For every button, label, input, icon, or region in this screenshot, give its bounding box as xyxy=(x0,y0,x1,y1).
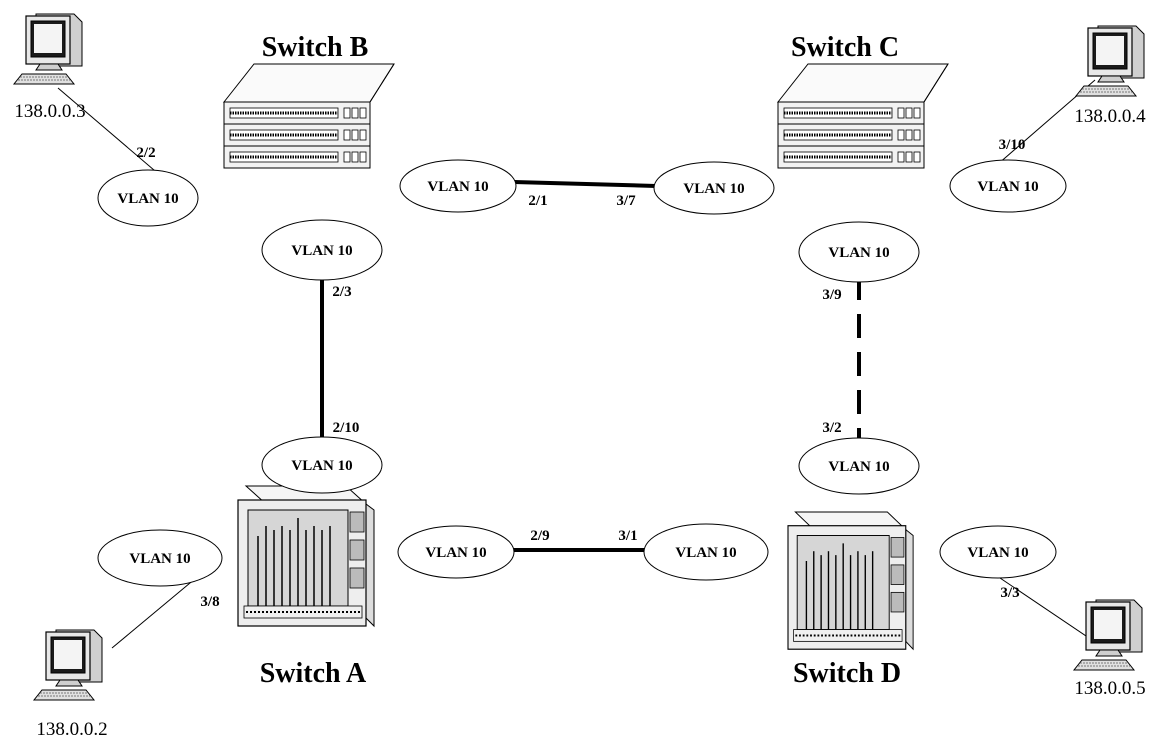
switch-a-icon xyxy=(237,485,375,627)
port-label-b-a: 2/3 xyxy=(332,284,351,300)
port-label-b-c: 2/1 xyxy=(528,193,547,209)
host-ip-c: 138.0.0.4 xyxy=(1074,106,1146,127)
host-ip-b: 138.0.0.3 xyxy=(14,101,85,122)
port-label-d-c: 3/2 xyxy=(822,420,841,436)
computer-icon-c xyxy=(1075,25,1145,97)
computer-icon-b xyxy=(13,13,83,85)
switch-a-title: Switch A xyxy=(260,658,367,689)
vlan-d-c-port: VLAN 10 xyxy=(798,437,920,495)
vlan-label: VLAN 10 xyxy=(828,245,889,261)
switch-b-title: Switch B xyxy=(262,32,369,63)
vlan-label: VLAN 10 xyxy=(117,191,178,207)
link-host-a xyxy=(111,577,197,649)
vlan-label: VLAN 10 xyxy=(425,545,486,561)
switch-c-icon xyxy=(778,64,948,168)
link-host-d xyxy=(999,577,1093,641)
link-b-c xyxy=(513,180,657,188)
port-label-a-host: 3/8 xyxy=(200,594,219,610)
vlan-a-d-port: VLAN 10 xyxy=(397,525,515,579)
port-label-a-b: 2/10 xyxy=(333,420,360,436)
port-label-c-d: 3/9 xyxy=(822,287,841,303)
vlan-d-a-port: VLAN 10 xyxy=(643,523,769,581)
vlan-a-host-port: VLAN 10 xyxy=(97,529,223,587)
switch-c-title: Switch C xyxy=(791,32,899,63)
switch-d-title: Switch D xyxy=(793,658,901,689)
vlan-c-d-port: VLAN 10 xyxy=(798,221,920,283)
computer-icon-a xyxy=(33,629,103,701)
vlan-label: VLAN 10 xyxy=(977,179,1038,195)
vlan-label: VLAN 10 xyxy=(129,551,190,567)
vlan-label: VLAN 10 xyxy=(828,459,889,475)
host-ip-d: 138.0.0.5 xyxy=(1074,678,1145,699)
vlan-b-c-port: VLAN 10 xyxy=(399,159,517,213)
vlan-a-b-port: VLAN 10 xyxy=(261,436,383,494)
port-label-c-b: 3/7 xyxy=(616,193,636,209)
vlan-d-host-port: VLAN 10 xyxy=(939,525,1057,579)
switch-b-icon xyxy=(224,64,394,168)
vlan-label: VLAN 10 xyxy=(291,243,352,259)
switch-d-icon xyxy=(787,511,915,651)
vlan-label: VLAN 10 xyxy=(967,545,1028,561)
port-label-d-a: 3/1 xyxy=(618,528,637,544)
vlan-b-a-port: VLAN 10 xyxy=(261,219,383,281)
vlan-b-host-port: VLAN 10 xyxy=(97,169,199,227)
vlan-c-host-port: VLAN 10 xyxy=(949,159,1067,213)
vlan-label: VLAN 10 xyxy=(427,179,488,195)
port-label-b-host: 2/2 xyxy=(136,145,155,161)
vlan-label: VLAN 10 xyxy=(291,458,352,474)
port-label-a-d: 2/9 xyxy=(530,528,549,544)
port-label-d-host: 3/3 xyxy=(1000,585,1019,601)
vlan-label: VLAN 10 xyxy=(683,181,744,197)
host-ip-a: 138.0.0.2 xyxy=(36,719,107,740)
vlan-label: VLAN 10 xyxy=(675,545,736,561)
port-label-c-host: 3/10 xyxy=(999,137,1026,153)
vlan-c-b-port: VLAN 10 xyxy=(653,161,775,215)
